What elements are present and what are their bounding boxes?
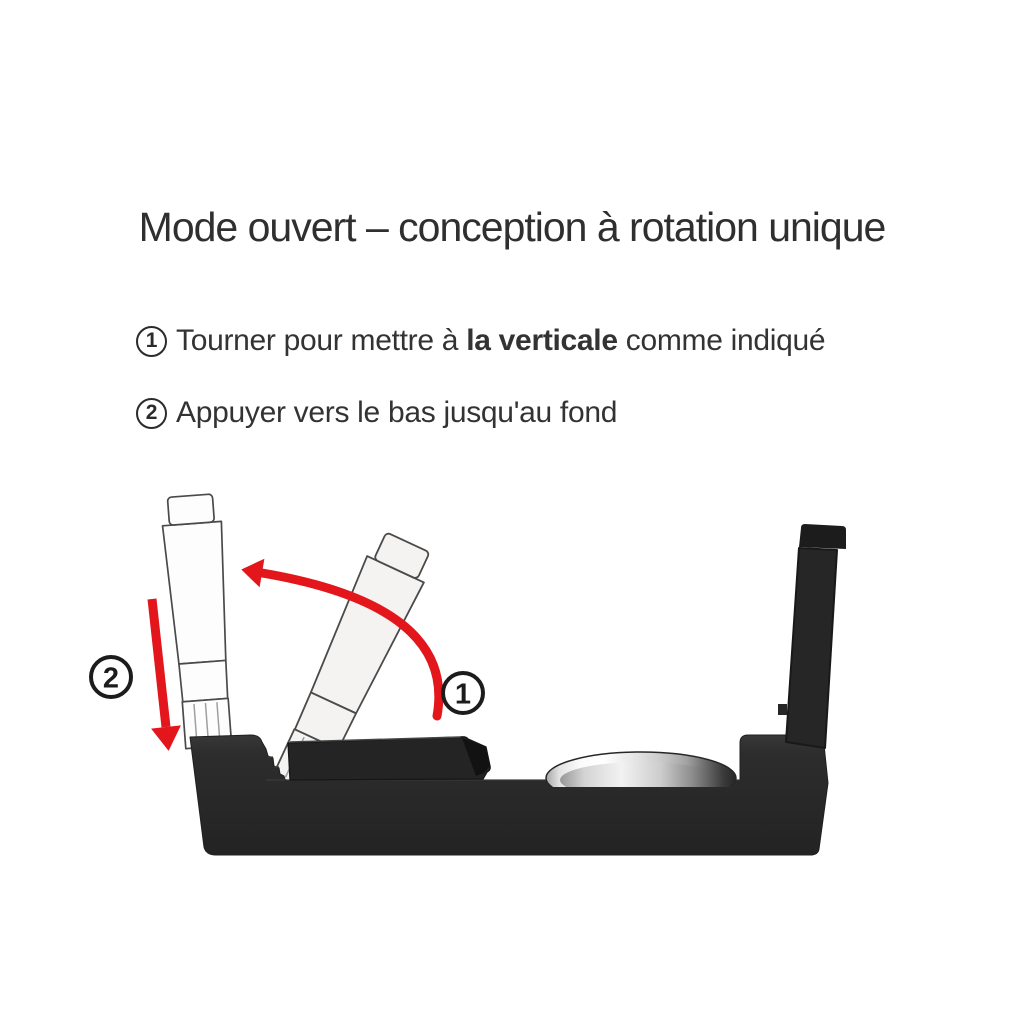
right-upright-arm: [778, 524, 846, 749]
press-down-arrow-icon: [147, 598, 181, 751]
arm-compartment-block: [287, 736, 491, 781]
circled-number-1-icon: 1: [136, 325, 167, 357]
rotate-arrow-icon: [241, 558, 444, 721]
instruction-1-text: Tourner pour mettre à la verticale comme…: [176, 324, 826, 357]
instruction-2-text: Appuyer vers le bas jusqu'au fond: [176, 396, 618, 429]
rotating-arm-vertical: [159, 492, 240, 751]
diagram-step-1-badge: 1: [441, 671, 485, 715]
chrome-dish: [545, 751, 737, 787]
device-base: [189, 734, 829, 856]
page-title: Mode ouvert – conception à rotation uniq…: [138, 204, 887, 250]
instruction-step-2: 2 Appuyer vers le bas jusqu'au fond: [136, 396, 617, 430]
circled-number-2-icon: 2: [136, 397, 167, 429]
svg-text:1: 1: [455, 679, 471, 711]
instruction-step-1: 1 Tourner pour mettre à la verticale com…: [136, 324, 826, 358]
hinge-notch: [268, 756, 279, 768]
instruction-1-bold: la verticale: [466, 324, 618, 357]
diagram-step-2-badge: 2: [89, 655, 133, 699]
svg-text:2: 2: [103, 663, 119, 695]
